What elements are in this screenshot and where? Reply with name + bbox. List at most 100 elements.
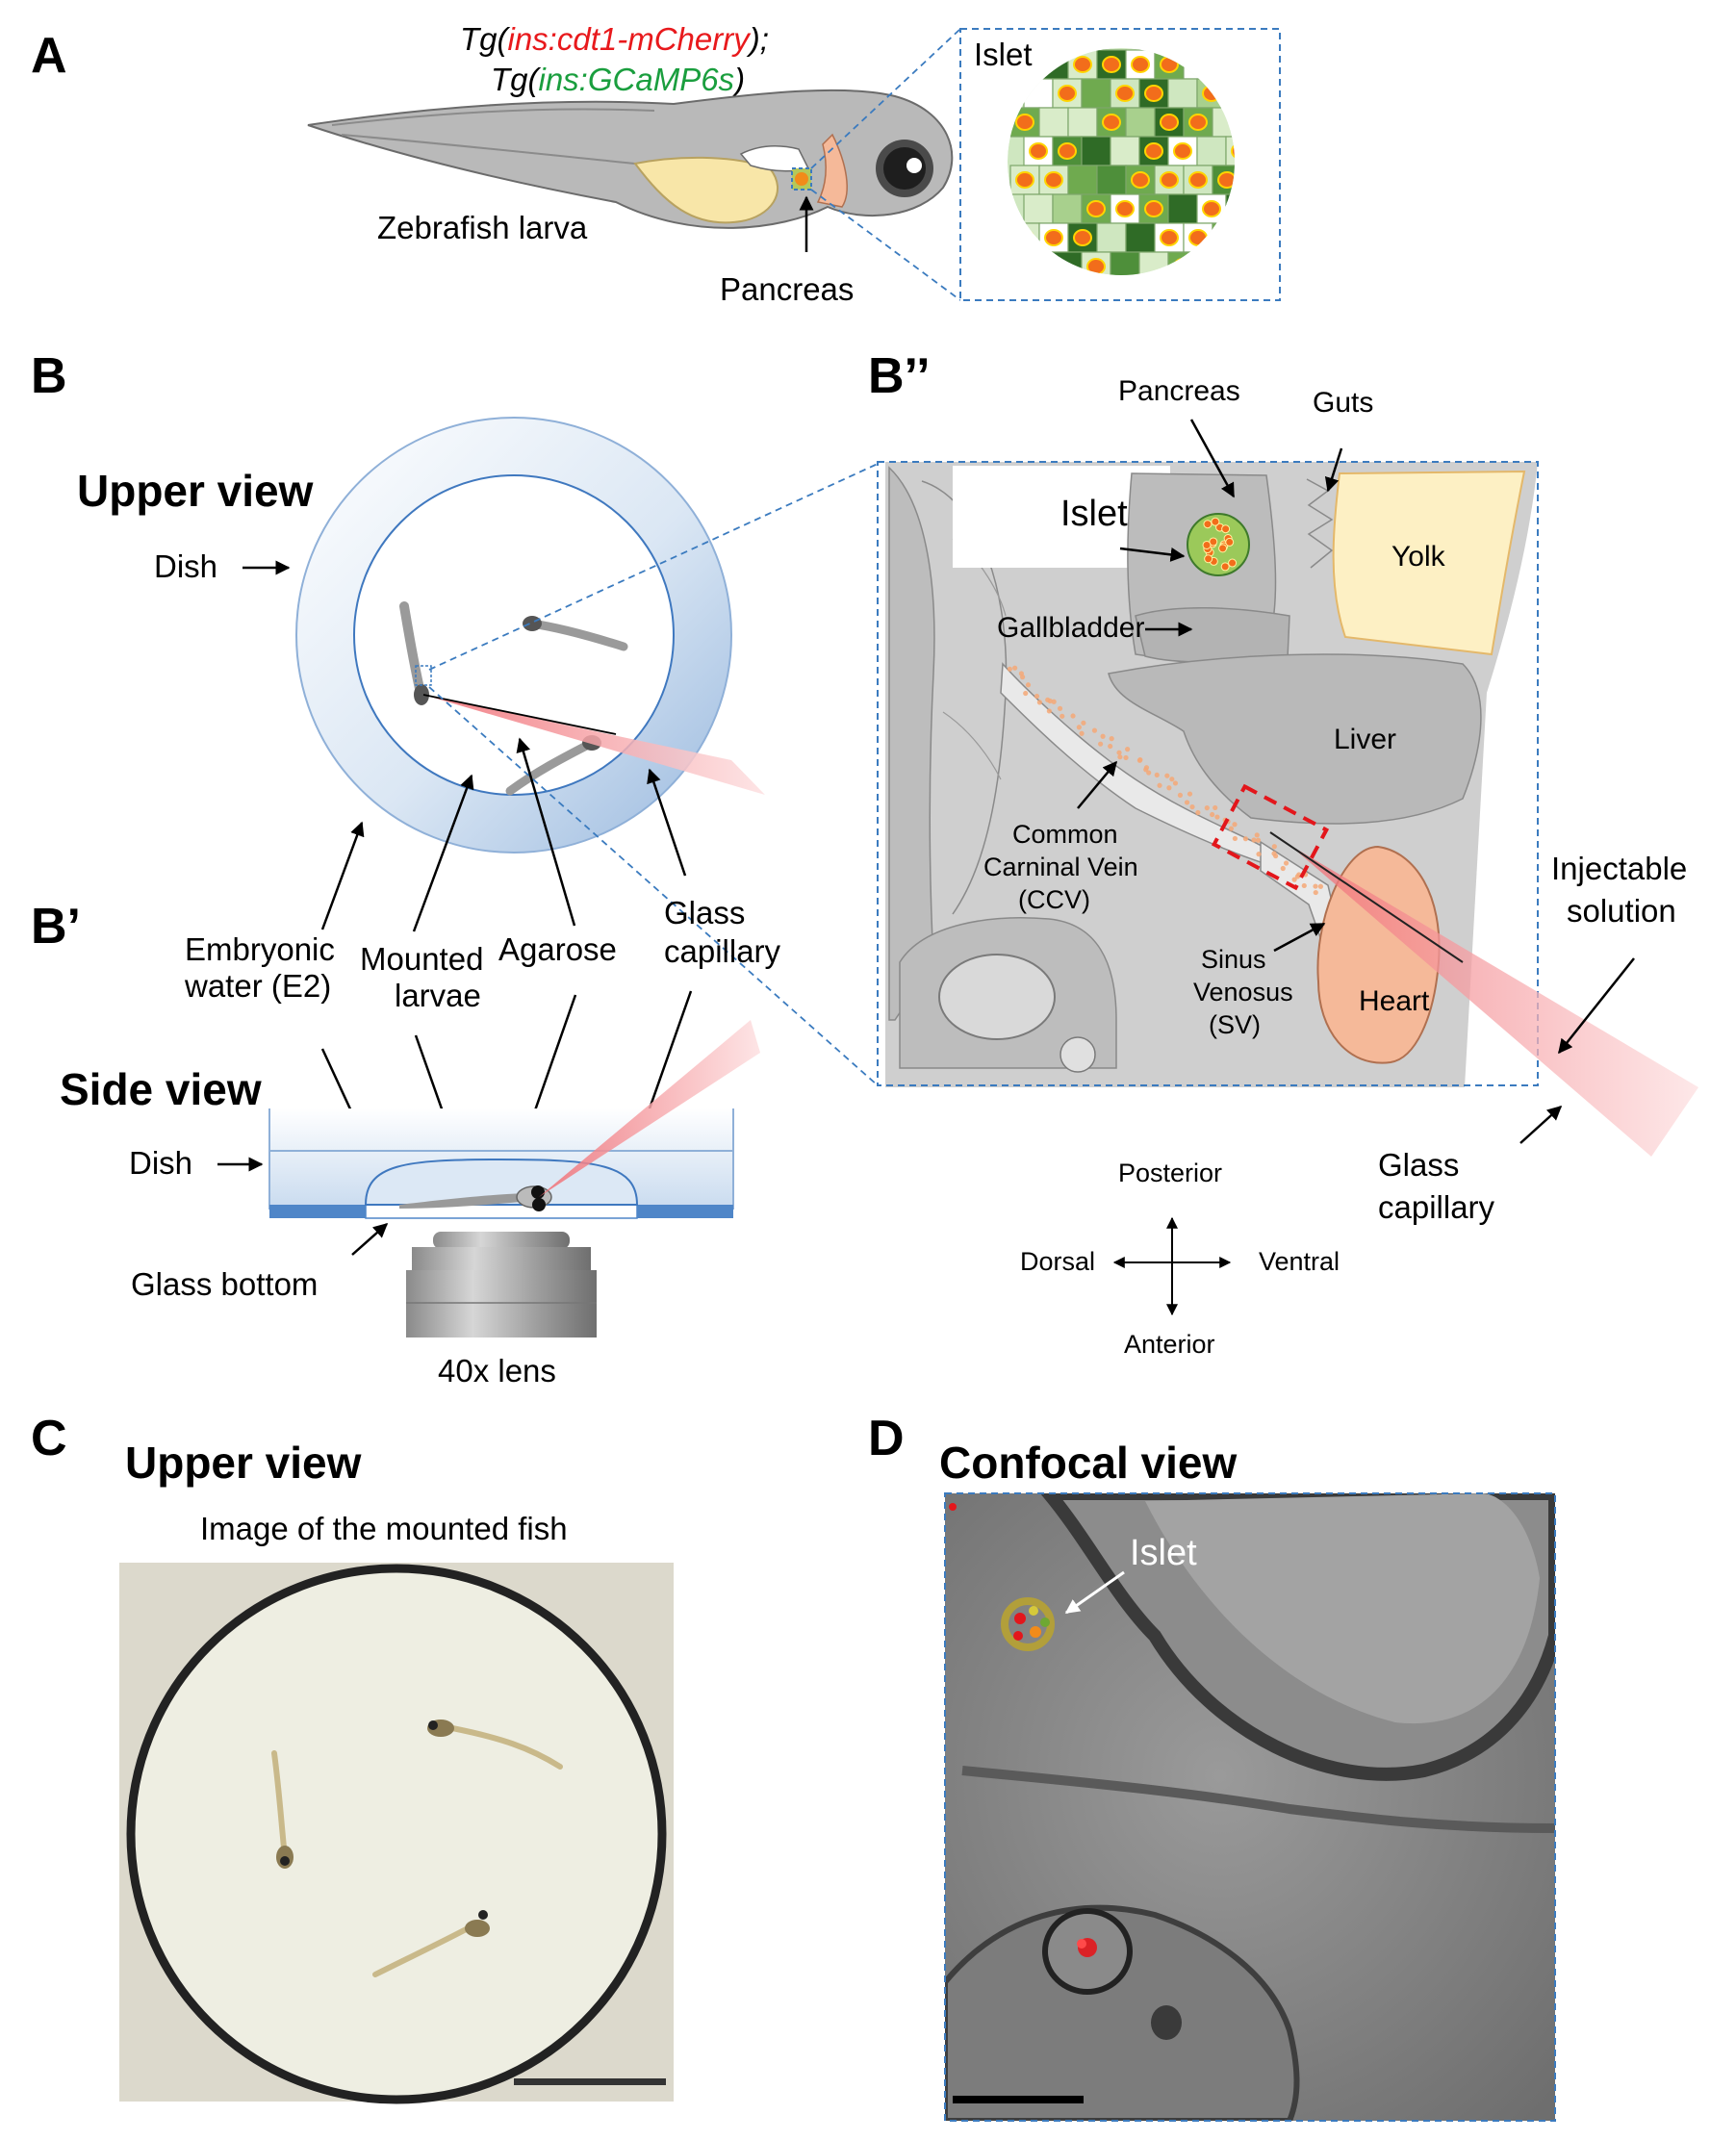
- blood-cell: [1273, 853, 1279, 859]
- islet-small-nucleus: [1202, 540, 1212, 549]
- label-embryonic-water-2: water (E2): [184, 968, 331, 1004]
- panel-d-title: Confocal view: [939, 1438, 1238, 1488]
- blood-cell: [1283, 860, 1289, 866]
- blood-cell: [1251, 837, 1257, 843]
- label-sv-2: Venosus: [1193, 978, 1293, 1006]
- islet-cell: [1081, 136, 1111, 166]
- label-capillary-bpp-2: capillary: [1378, 1189, 1495, 1225]
- blood-cell: [1036, 700, 1043, 705]
- label-mounted-larvae-1: Mounted: [360, 941, 483, 977]
- blood-cell: [1242, 836, 1249, 842]
- blood-cell: [1079, 730, 1085, 736]
- label-anterior: Anterior: [1124, 1330, 1215, 1359]
- islet-nucleus: [1202, 200, 1221, 217]
- islet-cell: [1081, 78, 1111, 109]
- blood-cell: [1023, 690, 1029, 697]
- islet-nucleus: [1231, 142, 1235, 160]
- blood-cell: [1166, 785, 1172, 791]
- label-glass-capillary-2: capillary: [664, 933, 781, 969]
- islet-nucleus: [1073, 56, 1092, 73]
- islet-nucleus: [1173, 142, 1192, 160]
- blood-cell: [1210, 811, 1215, 818]
- larva-side-view: [399, 1185, 552, 1211]
- label-ventral: Ventral: [1259, 1247, 1340, 1276]
- islet-cell: [1067, 107, 1098, 138]
- blood-cell: [1046, 708, 1052, 714]
- blood-cell: [1057, 705, 1063, 711]
- capillary-needle: [1269, 831, 1464, 963]
- blood-cell: [1051, 699, 1057, 704]
- blood-cell: [1146, 770, 1152, 776]
- panel-c-subtitle: Image of the mounted fish: [200, 1511, 568, 1546]
- panel-letter-c: C: [31, 1411, 67, 1466]
- islet-nucleus: [1131, 56, 1150, 73]
- label-heart: Heart: [1359, 985, 1430, 1017]
- blood-cell: [1187, 791, 1193, 797]
- label-capillary-bpp-1: Glass: [1378, 1147, 1459, 1183]
- confocal-islet-label: Islet: [1130, 1533, 1197, 1573]
- islet-small-nucleus: [1228, 558, 1238, 568]
- side-view-title: Side view: [60, 1064, 262, 1114]
- capillary-tip-line: [422, 694, 617, 735]
- label-glass-capillary-1: Glass: [664, 895, 745, 930]
- islet-nucleus: [1044, 229, 1063, 246]
- label-mounted-larvae-2: larvae: [395, 978, 481, 1013]
- arrow-capillary-bpp: [1519, 1105, 1563, 1144]
- islet-small: [1187, 513, 1250, 576]
- label-embryonic-water-1: Embryonic: [185, 931, 335, 967]
- islet-cell: [1096, 222, 1127, 253]
- islet-nucleus: [1144, 142, 1163, 160]
- islet-cell: [1096, 165, 1127, 195]
- blood-cell: [1025, 682, 1032, 688]
- islet-cell: [1225, 136, 1235, 166]
- islet-cell: [1052, 193, 1083, 224]
- blood-cell: [1291, 877, 1297, 882]
- islet-small-nucleus: [1203, 520, 1213, 529]
- zoom-line-b-bottom: [428, 686, 879, 1086]
- islet-nucleus: [1160, 229, 1179, 246]
- islet-nucleus: [1115, 85, 1135, 102]
- larva-label: Zebrafish larva: [377, 210, 588, 245]
- zoom-line-b-top: [428, 463, 879, 671]
- panel-letter-d: D: [868, 1411, 905, 1466]
- blood-cell: [1123, 754, 1129, 761]
- mounted-fish-photo: [119, 1563, 674, 2104]
- label-liver: Liver: [1334, 724, 1396, 755]
- label-guts: Guts: [1313, 387, 1373, 419]
- blood-cell: [1313, 883, 1318, 889]
- blood-cell: [1232, 835, 1238, 842]
- arrow-islet: [1119, 547, 1186, 562]
- islet-nucleus: [1058, 85, 1077, 102]
- arrow-capillary-up: [647, 768, 687, 877]
- blood-cell: [1045, 697, 1051, 702]
- panel-letter-b-prime: B’: [31, 899, 81, 955]
- label-agarose: Agarose: [498, 931, 617, 967]
- blood-cell: [1019, 675, 1026, 680]
- arrow-larvae-up: [412, 774, 474, 932]
- panel-letter-a: A: [31, 28, 67, 84]
- blood-cell: [1125, 747, 1131, 752]
- blood-cell: [1116, 750, 1122, 755]
- islet-nucleus: [1086, 200, 1106, 217]
- blood-cell: [1164, 773, 1170, 778]
- anatomy-zoom-box: [877, 461, 1539, 1086]
- islet-nucleus: [1188, 171, 1208, 189]
- confocal-image: [945, 1493, 1555, 2121]
- blood-cell: [1081, 720, 1086, 726]
- transgene-line-2: Tg(ins:GCaMP6s): [491, 62, 745, 97]
- blood-cell: [1076, 725, 1082, 730]
- panel-letter-b-double-prime: B’’: [868, 348, 931, 404]
- injection-site-box: [1211, 783, 1330, 891]
- pancreas-label: Pancreas: [720, 271, 854, 307]
- upper-view-title: Upper view: [77, 466, 314, 516]
- blood-cell: [1012, 665, 1018, 671]
- islet-cell: [1038, 107, 1069, 138]
- islet-nucleus: [1144, 85, 1163, 102]
- islet-small-nucleus: [1220, 562, 1230, 572]
- blood-cell: [1256, 852, 1262, 857]
- islet-nucleus: [1115, 200, 1135, 217]
- label-islet-bpp: Islet: [1060, 494, 1128, 534]
- label-injectable-1: Injectable: [1551, 851, 1687, 886]
- islet-nucleus: [1160, 114, 1179, 131]
